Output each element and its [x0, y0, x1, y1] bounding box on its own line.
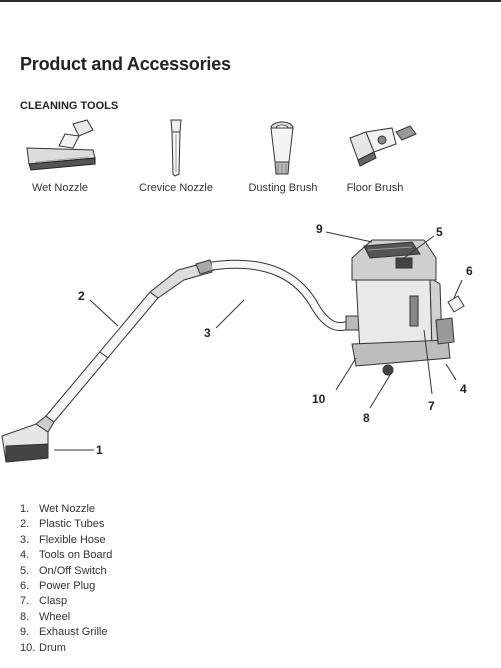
list-item: 10.Drum	[20, 641, 112, 656]
floor-brush-icon	[349, 125, 417, 167]
tool-floor-brush	[330, 118, 430, 178]
list-item-name: Clasp	[39, 595, 68, 608]
callout-4: 4	[460, 382, 467, 396]
list-item: 6. Power Plug	[20, 579, 112, 594]
callout-10: 10	[312, 392, 326, 406]
vacuum-diagram	[1, 231, 465, 463]
list-item: 1. Wet Nozzle	[20, 502, 112, 517]
callout-2: 2	[78, 289, 85, 303]
callout-6: 6	[466, 264, 473, 278]
list-item: 9. Exhaust Grille	[20, 625, 112, 640]
tool-dusting-brush	[233, 118, 333, 178]
tool-label-crevice-nozzle: Crevice Nozzle	[139, 182, 213, 194]
parts-list: 1. Wet Nozzle 2. Plastic Tubes 3. Flexible …	[20, 502, 112, 656]
list-item: 8. Wheel	[20, 610, 112, 625]
list-item-name: Wheel	[39, 610, 71, 623]
list-item-number: 7.	[20, 595, 30, 608]
tool-label-floor-brush: Floor Brush	[346, 182, 404, 194]
top-rule	[0, 0, 501, 2]
list-item-name: Wet Nozzle	[39, 503, 96, 515]
page-title: Product and Accessories	[20, 54, 231, 74]
tool-crevice-nozzle	[126, 118, 226, 178]
callout-5: 5	[436, 225, 443, 239]
tool-label-wet-nozzle: Wet Nozzle	[31, 182, 89, 194]
list-item: 3. Flexible Hose	[20, 533, 112, 548]
callout-3: 3	[204, 326, 211, 340]
list-item-name: Exhaust Grille	[39, 626, 108, 639]
list-item-number: 10.	[20, 641, 36, 654]
list-item-number: 5.	[20, 564, 30, 577]
list-item-name: On/Off Switch	[39, 564, 107, 577]
callout-7: 7	[428, 399, 435, 413]
callout-9: 9	[316, 222, 323, 236]
list-item: 5. On/Off Switch	[20, 564, 112, 579]
list-item-name: Plastic Tubes	[39, 518, 105, 531]
callout-1: 1	[96, 443, 103, 457]
tool-wet-nozzle	[10, 118, 110, 178]
list-item: 4. Tools on Board	[20, 548, 112, 563]
list-item-name: Power Plug	[39, 579, 96, 592]
list-item-number: 4.	[20, 549, 30, 562]
list-item: 2. Plastic Tubes	[20, 517, 112, 532]
list-item-number: 9.	[20, 626, 30, 639]
crevice-nozzle-icon	[170, 119, 182, 177]
list-item-number: 3.	[20, 533, 30, 546]
tool-label-dusting-brush: Dusting Brush	[248, 182, 318, 194]
list-item-number: 6.	[20, 579, 30, 592]
list-item-number: 1.	[20, 503, 30, 515]
list-item-name: Tools on Board	[39, 549, 113, 562]
list-item: 7. Clasp	[20, 594, 112, 609]
dusting-brush-icon	[270, 121, 294, 175]
callout-8: 8	[363, 411, 370, 425]
list-item-name: Flexible Hose	[39, 533, 106, 546]
list-item-number: 8.	[20, 610, 30, 623]
section-heading-cleaning-tools: CLEANING TOOLS	[20, 100, 119, 112]
list-item-name: Drum	[39, 641, 66, 654]
list-item-number: 2.	[20, 518, 30, 531]
wet-nozzle-icon	[26, 119, 96, 171]
